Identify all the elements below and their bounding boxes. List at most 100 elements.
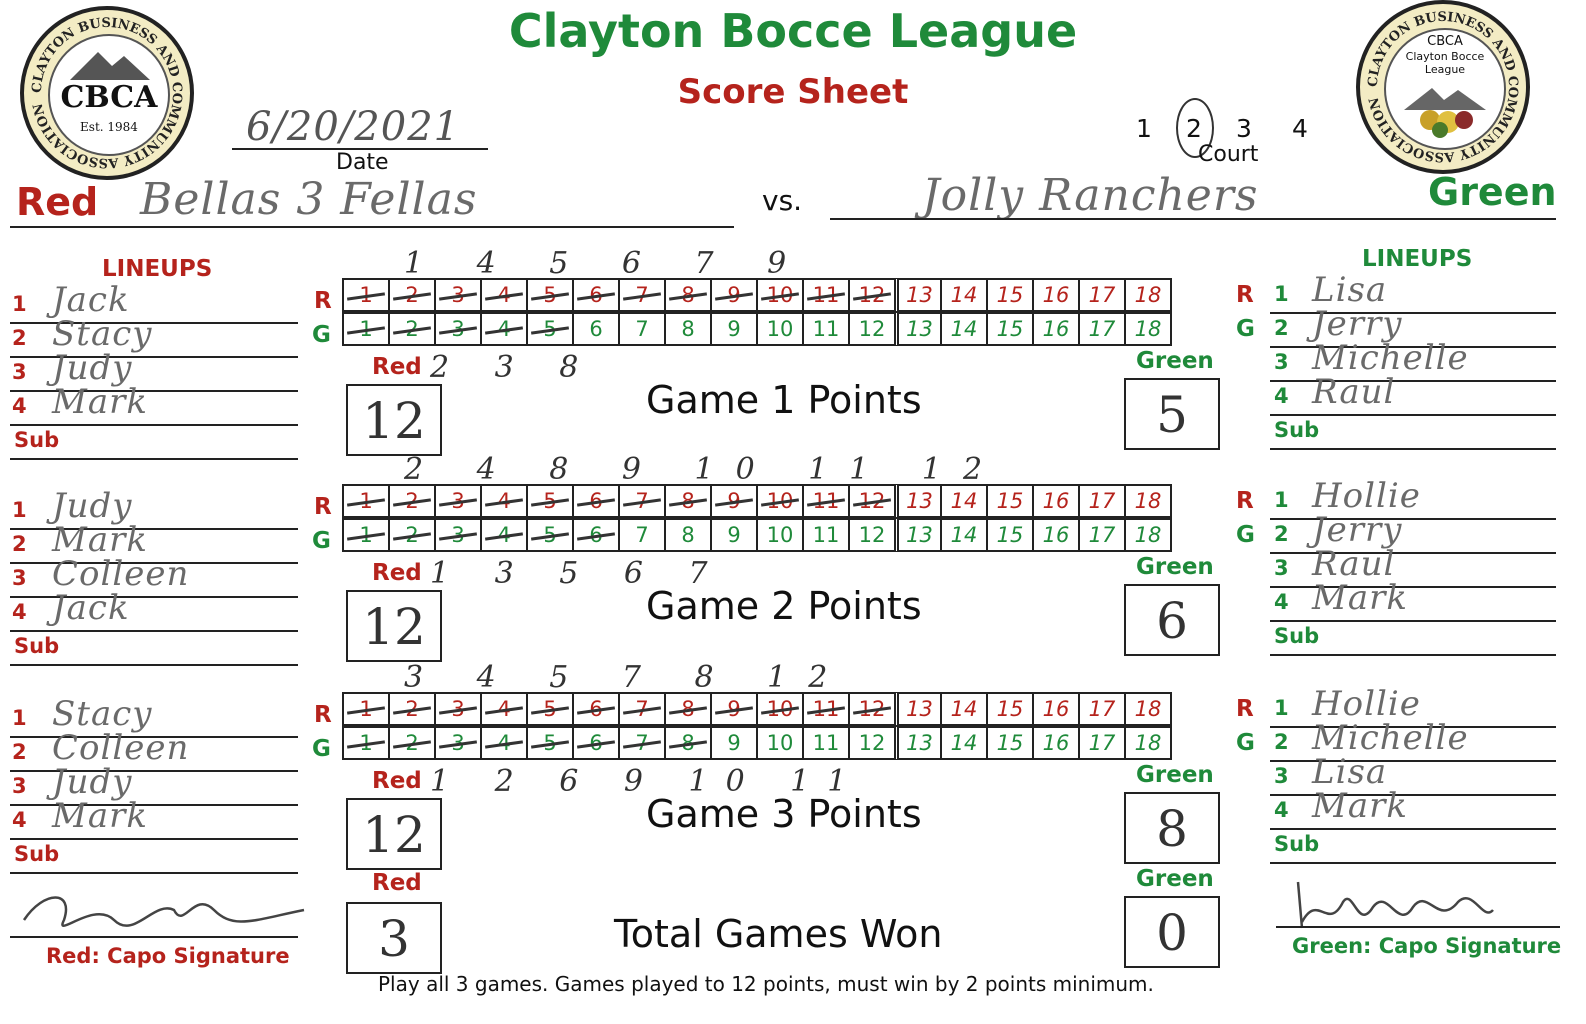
red-score-cell[interactable]: 12 [848,484,896,518]
green-score-cell[interactable]: 13 [894,518,942,552]
total-red-box[interactable]: 3 [346,902,442,974]
red-score-cell[interactable]: 9 [710,484,758,518]
red-score-cell[interactable]: 9 [710,278,758,312]
green-score-cell[interactable]: 18 [1124,726,1172,760]
green-score-cell[interactable]: 3 [434,726,482,760]
red-score-cell[interactable]: 13 [894,484,942,518]
green-score-cell[interactable]: 2 [388,312,436,346]
red-score-cell[interactable]: 4 [480,278,528,312]
red-score-cell[interactable]: 18 [1124,484,1172,518]
green-score-cell[interactable]: 7 [618,312,666,346]
green-game-points-box[interactable]: 5 [1124,378,1220,450]
red-score-cell[interactable]: 1 [342,692,390,726]
green-score-cell[interactable]: 15 [986,726,1034,760]
red-score-cell[interactable]: 16 [1032,484,1080,518]
green-score-cell[interactable]: 12 [848,518,896,552]
red-score-cell[interactable]: 5 [526,278,574,312]
green-score-cell[interactable]: 18 [1124,518,1172,552]
red-score-cell[interactable]: 15 [986,278,1034,312]
red-score-cell[interactable]: 7 [618,484,666,518]
green-score-cell[interactable]: 9 [710,726,758,760]
green-score-cell[interactable]: 1 [342,726,390,760]
red-score-cell[interactable]: 10 [756,692,804,726]
green-score-cell[interactable]: 8 [664,726,712,760]
green-score-cell[interactable]: 6 [572,518,620,552]
red-score-cell[interactable]: 8 [664,484,712,518]
green-score-cell[interactable]: 14 [940,726,988,760]
green-score-cell[interactable]: 1 [342,518,390,552]
red-score-cell[interactable]: 11 [802,692,850,726]
green-score-cell[interactable]: 10 [756,312,804,346]
red-score-cell[interactable]: 10 [756,278,804,312]
red-score-cell[interactable]: 5 [526,692,574,726]
green-score-cell[interactable]: 7 [618,518,666,552]
green-score-cell[interactable]: 6 [572,726,620,760]
green-score-cell[interactable]: 6 [572,312,620,346]
red-score-cell[interactable]: 18 [1124,692,1172,726]
red-score-cell[interactable]: 5 [526,484,574,518]
red-score-cell[interactable]: 3 [434,278,482,312]
green-score-cell[interactable]: 15 [986,518,1034,552]
red-score-cell[interactable]: 7 [618,278,666,312]
red-score-cell[interactable]: 1 [342,278,390,312]
court-option-3[interactable]: 3 [1236,114,1252,143]
red-score-cell[interactable]: 13 [894,278,942,312]
green-score-cell[interactable]: 16 [1032,726,1080,760]
green-score-cell[interactable]: 14 [940,312,988,346]
green-score-cell[interactable]: 8 [664,518,712,552]
red-score-cell[interactable]: 17 [1078,278,1126,312]
red-score-cell[interactable]: 1 [342,484,390,518]
green-score-cell[interactable]: 18 [1124,312,1172,346]
green-score-cell[interactable]: 11 [802,312,850,346]
red-score-cell[interactable]: 2 [388,278,436,312]
red-score-cell[interactable]: 6 [572,278,620,312]
red-score-cell[interactable]: 11 [802,278,850,312]
red-score-cell[interactable]: 15 [986,484,1034,518]
green-score-cell[interactable]: 17 [1078,312,1126,346]
green-score-cell[interactable]: 13 [894,312,942,346]
red-score-cell[interactable]: 4 [480,692,528,726]
red-score-cell[interactable]: 16 [1032,278,1080,312]
red-game-points-box[interactable]: 12 [346,798,442,870]
green-score-cell[interactable]: 17 [1078,518,1126,552]
green-score-cell[interactable]: 7 [618,726,666,760]
green-score-cell[interactable]: 9 [710,312,758,346]
green-score-cell[interactable]: 11 [802,518,850,552]
red-score-cell[interactable]: 10 [756,484,804,518]
green-score-cell[interactable]: 2 [388,518,436,552]
red-score-cell[interactable]: 3 [434,692,482,726]
red-score-cell[interactable]: 16 [1032,692,1080,726]
green-score-cell[interactable]: 16 [1032,312,1080,346]
court-option-1[interactable]: 1 [1136,114,1152,143]
green-score-cell[interactable]: 5 [526,726,574,760]
red-score-cell[interactable]: 11 [802,484,850,518]
red-score-cell[interactable]: 8 [664,692,712,726]
green-score-cell[interactable]: 4 [480,312,528,346]
red-score-cell[interactable]: 7 [618,692,666,726]
green-score-cell[interactable]: 11 [802,726,850,760]
red-score-cell[interactable]: 14 [940,278,988,312]
red-score-cell[interactable]: 14 [940,692,988,726]
green-score-cell[interactable]: 9 [710,518,758,552]
red-score-cell[interactable]: 15 [986,692,1034,726]
red-score-cell[interactable]: 9 [710,692,758,726]
green-game-points-box[interactable]: 8 [1124,792,1220,864]
green-score-cell[interactable]: 4 [480,518,528,552]
green-score-cell[interactable]: 3 [434,312,482,346]
red-score-cell[interactable]: 3 [434,484,482,518]
green-score-cell[interactable]: 4 [480,726,528,760]
green-score-cell[interactable]: 14 [940,518,988,552]
red-score-cell[interactable]: 6 [572,484,620,518]
red-score-cell[interactable]: 18 [1124,278,1172,312]
total-green-box[interactable]: 0 [1124,896,1220,968]
green-score-cell[interactable]: 10 [756,726,804,760]
green-score-cell[interactable]: 2 [388,726,436,760]
court-selector[interactable]: 1 2 3 4 [1136,98,1316,158]
green-score-cell[interactable]: 16 [1032,518,1080,552]
red-score-cell[interactable]: 13 [894,692,942,726]
green-score-cell[interactable]: 3 [434,518,482,552]
red-score-cell[interactable]: 6 [572,692,620,726]
green-score-cell[interactable]: 17 [1078,726,1126,760]
red-score-cell[interactable]: 2 [388,484,436,518]
green-score-cell[interactable]: 15 [986,312,1034,346]
